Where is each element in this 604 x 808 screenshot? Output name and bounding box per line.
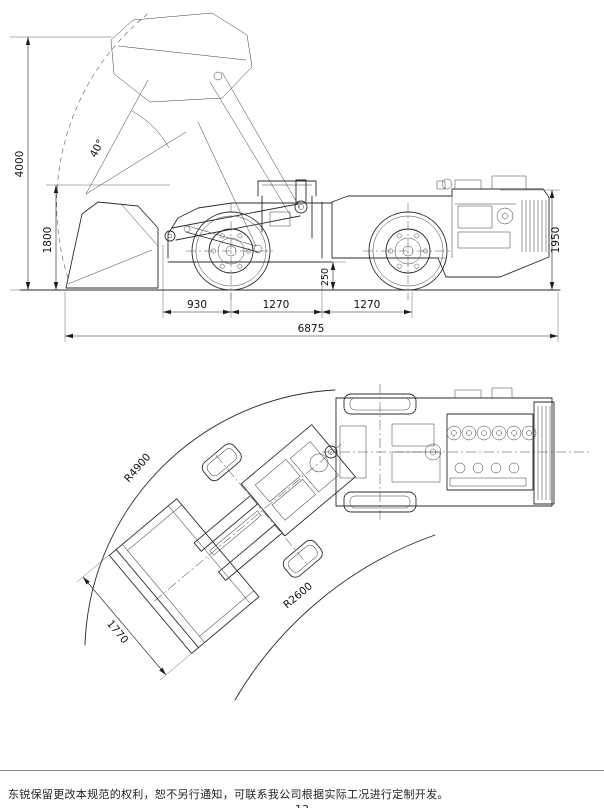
dim-label-1270-front: 1270 — [263, 299, 290, 311]
dim-height-4000: 4000 — [10, 36, 112, 291]
dim-label-1950: 1950 — [550, 227, 562, 254]
footer-divider — [0, 770, 604, 771]
radiator-plan — [533, 401, 555, 505]
front-frame-side — [164, 202, 333, 263]
raised-bucket-outline — [56, 11, 301, 279]
bucket-side — [65, 201, 159, 289]
plan-rear-section — [322, 384, 592, 522]
dim-clearance-250: 250 — [320, 261, 346, 290]
dim-label-1800: 1800 — [42, 227, 54, 254]
radius-label-inner: R2600 — [281, 580, 315, 611]
dim-label-250: 250 — [320, 268, 331, 286]
bucket-path-arc — [56, 11, 151, 279]
dim-height-1950: 1950 — [500, 189, 562, 290]
inner-turning-radius-arc — [234, 534, 436, 701]
footer-disclaimer: 东锐保留更改本规范的权利，恕不另行通知，可联系我公司根据实际工况进行定制开发。 — [8, 788, 449, 801]
dim-label-6875: 6875 — [298, 323, 325, 335]
dump-angle-marking: 40° — [85, 79, 187, 195]
radius-label-outer: R4900 — [122, 451, 153, 485]
outer-turning-radius-arc — [84, 389, 336, 646]
dim-label-930: 930 — [187, 299, 207, 311]
side-view: 40° — [10, 11, 562, 342]
canopy-side — [257, 179, 323, 259]
plan-view: 1770 R4900 R2600 — [76, 384, 592, 701]
dim-label-1770: 1770 — [104, 618, 130, 646]
dim-width-1770: 1770 — [76, 554, 193, 681]
page-number: -13- — [0, 803, 604, 808]
dim-row-horizontal: 930 1270 1270 — [162, 245, 413, 318]
dim-height-1800: 1800 — [42, 184, 170, 290]
articulation-joint — [324, 445, 338, 459]
rear-wheel-side — [363, 203, 453, 300]
plan-front-section — [108, 424, 356, 654]
front-wheel-side — [186, 203, 276, 300]
technical-drawing: 40° — [10, 11, 592, 701]
engine-block-plan — [446, 413, 534, 491]
dim-length-6875: 6875 — [64, 292, 559, 342]
footer: 东锐保留更改本规范的权利，恕不另行通知，可联系我公司根据实际工况进行定制开发。 … — [0, 770, 604, 808]
dump-angle-label: 40° — [88, 138, 107, 160]
rear-frame-side — [331, 175, 550, 278]
dim-label-1270-rear: 1270 — [354, 299, 381, 311]
dim-label-4000: 4000 — [14, 151, 26, 178]
